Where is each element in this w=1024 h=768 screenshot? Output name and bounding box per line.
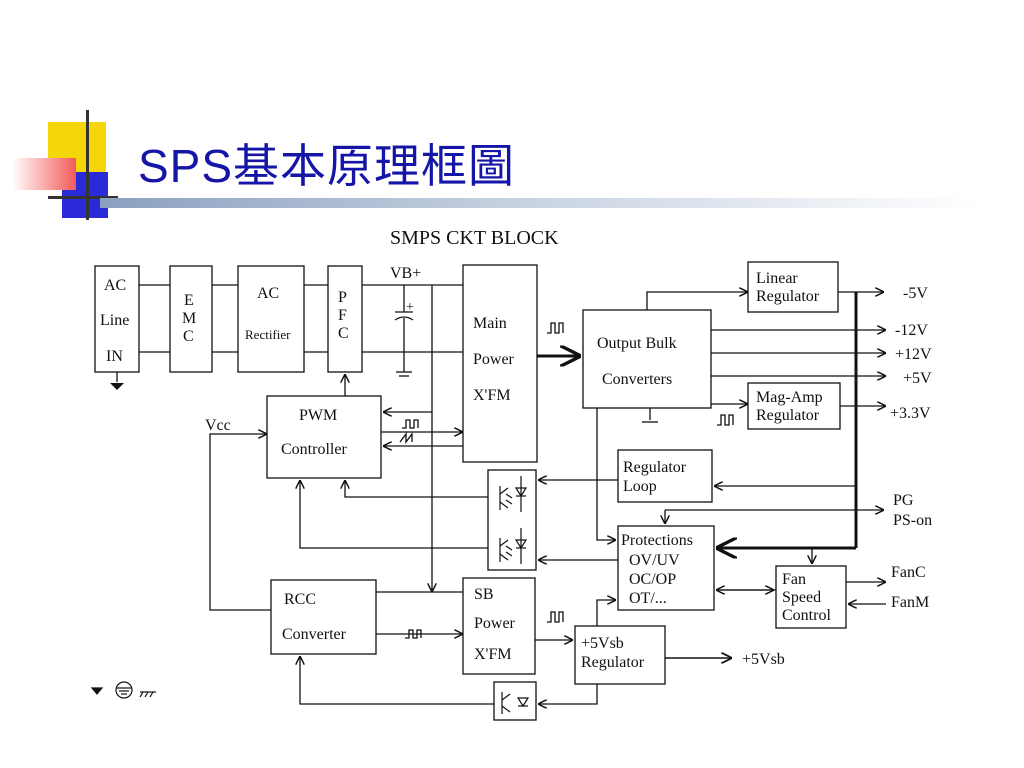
emc-label-2: M: [182, 310, 196, 327]
vb-plus-label: VB+: [390, 265, 421, 282]
corner-horizontal-line: [48, 196, 118, 199]
corner-vertical-line: [86, 110, 89, 220]
ac-earth-icon: [110, 383, 124, 390]
wire-vcc-loop: [209, 434, 271, 611]
ac-line-in-label-1: AC: [104, 277, 126, 294]
emc-label-1: E: [184, 292, 194, 309]
protections-label-2: OV/UV: [629, 552, 680, 569]
optocoupler-upper-block: [487, 469, 537, 571]
wire-output-prot: [596, 408, 616, 540]
protections-block: [617, 525, 715, 611]
out-p5v-label: +5V: [903, 370, 932, 387]
vsb-regulator-block: [574, 625, 666, 685]
pulse-main: [547, 322, 564, 334]
fan-speed-label-2: Speed: [782, 589, 821, 606]
wire-vsb-opto: [538, 684, 598, 704]
pulse-pwm-1: [402, 419, 419, 429]
wire-output-linear: [646, 292, 748, 310]
ps-on-label: PS-on: [893, 512, 932, 529]
sb-power-label-2: Power: [474, 615, 516, 632]
pulse-magamp: [717, 414, 734, 426]
wire-opto-rcc: [300, 656, 494, 705]
linear-regulator-label-2: Regulator: [756, 288, 820, 305]
pulse-pwm-2: [399, 432, 413, 444]
pfc-label-1: P: [338, 289, 347, 306]
pwm-controller-label-2: Controller: [281, 441, 347, 458]
regulator-loop-label-1: Regulator: [623, 459, 687, 476]
rcc-converter-label-1: RCC: [284, 591, 316, 608]
wire-opto-pwm-outer: [300, 480, 488, 549]
pulse-sb: [547, 611, 564, 623]
main-power-block: [462, 264, 538, 463]
title-underline: [100, 198, 980, 208]
fan-speed-block: [775, 565, 847, 629]
rcc-converter-label-2: Converter: [282, 626, 347, 643]
output-bulk-label-2: Converters: [602, 371, 672, 388]
emc-block: [169, 265, 213, 373]
pulse-rcc: [405, 629, 422, 639]
regulator-loop-block: [617, 449, 713, 503]
fan-speed-label-1: Fan: [782, 571, 806, 588]
diagram-heading: SMPS CKT BLOCK: [390, 227, 559, 249]
corner-red-gradient: [12, 158, 76, 190]
out-p12v-label: +12V: [895, 346, 932, 363]
mag-amp-label-1: Mag-Amp: [756, 389, 823, 406]
out-5vsb-label: +5Vsb: [742, 651, 785, 668]
ac-rectifier-block: [237, 265, 305, 373]
vcc-label: Vcc: [205, 417, 231, 434]
ac-rectifier-label-1: AC: [257, 285, 279, 302]
cap-plus-label: +: [406, 300, 414, 315]
vsb-regulator-label-2: Regulator: [581, 654, 645, 671]
regulator-loop-label-2: Loop: [623, 478, 657, 495]
fanc-label: FanC: [891, 564, 926, 581]
fan-speed-label-3: Control: [782, 607, 831, 624]
pwm-controller-block: [266, 395, 382, 479]
out-m5v-label: -5V: [903, 285, 928, 302]
rcc-converter-block: [270, 579, 377, 655]
main-power-label-3: X'FM: [473, 387, 511, 404]
pfc-label-3: C: [338, 325, 349, 342]
optocoupler-lower-block: [493, 681, 537, 721]
sb-power-label-3: X'FM: [474, 646, 512, 663]
protections-label-3: OC/OP: [629, 571, 676, 588]
cap-plate-bottom: [394, 316, 414, 321]
pwm-controller-label-1: PWM: [299, 407, 337, 424]
ac-line-in-label-3: IN: [106, 348, 123, 365]
out-p3v3-label: +3.3V: [890, 405, 931, 422]
mag-amp-label-2: Regulator: [756, 407, 820, 424]
page-title-latin: SPS: [138, 140, 234, 192]
linear-regulator-label-1: Linear: [756, 270, 798, 287]
ground-legend-icon: [90, 681, 156, 699]
sb-power-label-1: SB: [474, 586, 494, 603]
protections-label-4: OT/...: [629, 590, 667, 607]
protections-label-1: Protections: [621, 532, 693, 549]
main-power-label-1: Main: [473, 315, 507, 332]
emc-label-3: C: [183, 328, 194, 345]
pfc-label-2: F: [338, 307, 347, 324]
page-title-cjk: 基本原理框圖: [233, 139, 516, 193]
sb-power-block: [462, 577, 536, 675]
out-m12v-label: -12V: [895, 322, 928, 339]
pg-label: PG: [893, 492, 914, 509]
output-bulk-block: [582, 309, 712, 409]
fanm-label: FanM: [891, 594, 929, 611]
page-title: SPS基本原理框圖: [138, 140, 515, 192]
main-power-label-2: Power: [473, 351, 515, 368]
linear-regulator-block: [747, 261, 839, 313]
ac-rectifier-label-2: Rectifier: [245, 327, 291, 342]
vsb-regulator-label-1: +5Vsb: [581, 635, 624, 652]
optocoupler-symbols: [499, 476, 530, 714]
ac-line-in-label-2: Line: [100, 312, 129, 329]
wire-vsb-prot: [596, 600, 616, 626]
output-bulk-label-1: Output Bulk: [597, 335, 677, 352]
wire-opto-pwm-inner: [345, 480, 488, 498]
pfc-block: [327, 265, 363, 373]
